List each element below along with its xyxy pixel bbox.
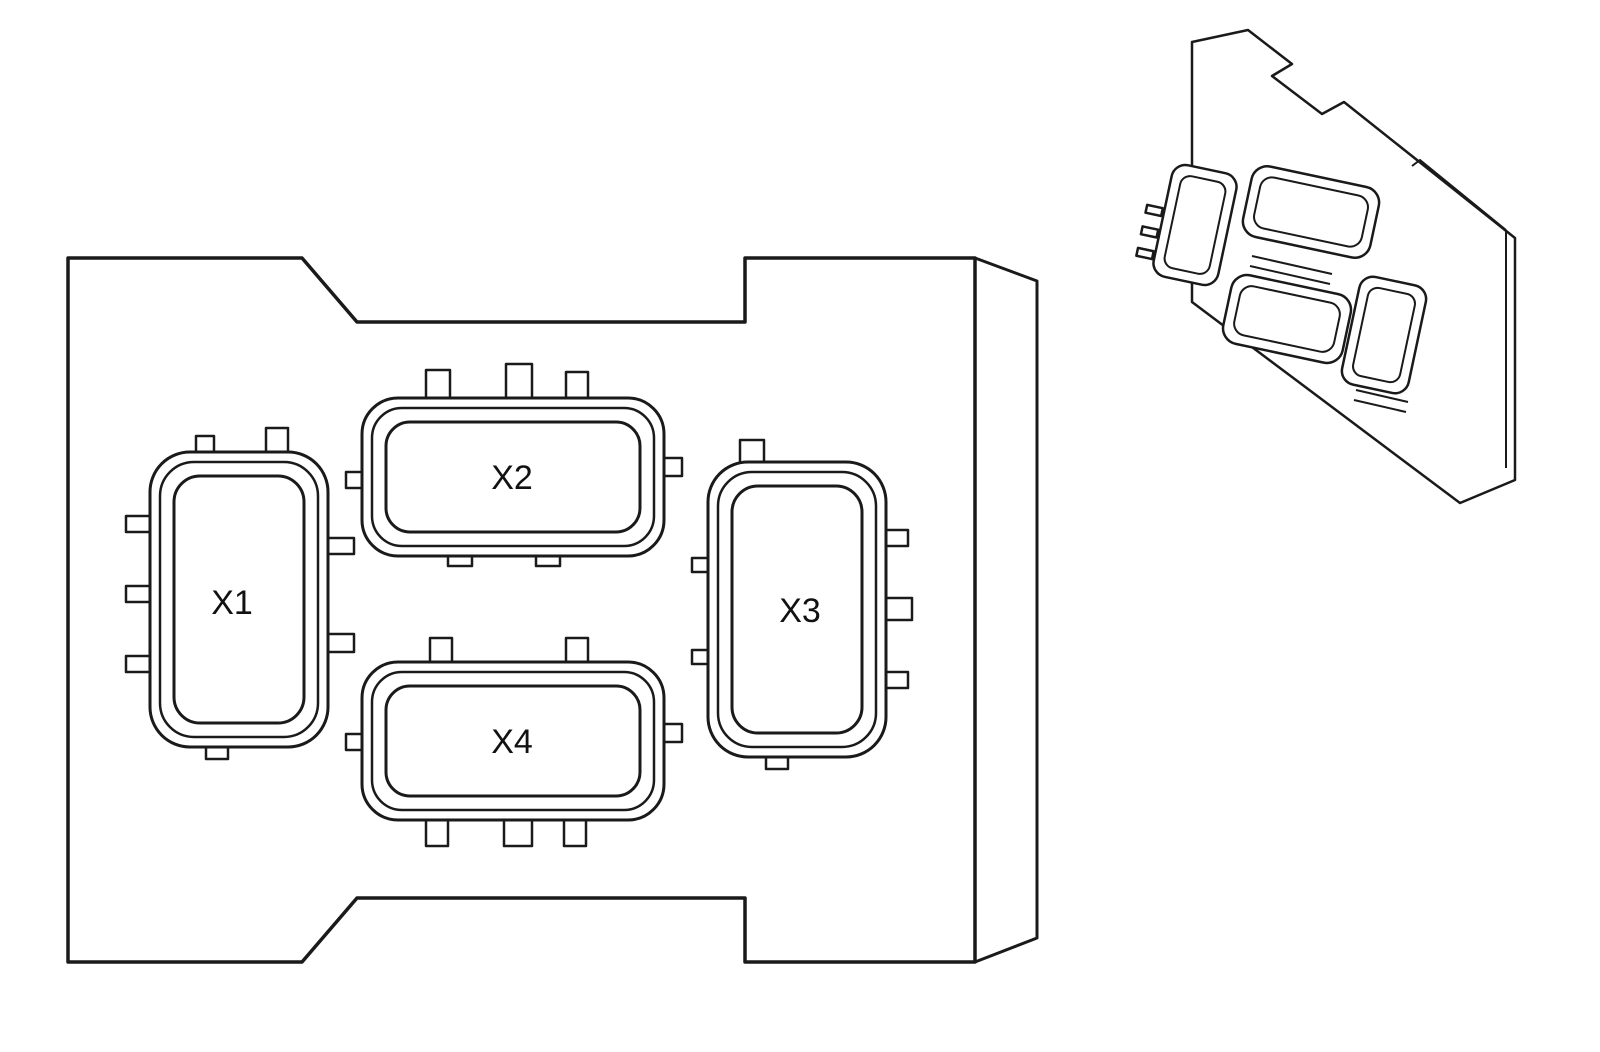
connector-x4-cavity (384, 684, 642, 798)
iso-fins (1135, 203, 1165, 261)
iso-connector-b (1241, 164, 1381, 260)
connector-x3: X3 (690, 438, 914, 771)
iso-connector-c (1221, 273, 1353, 365)
connector-x2-label: X2 (491, 459, 533, 497)
connector-x4-tabs (344, 636, 684, 848)
connector-x3-label: X3 (779, 592, 821, 630)
connector-x1-tabs (124, 426, 356, 761)
iso-connector-a (1152, 163, 1238, 287)
iso-connector-d (1340, 275, 1428, 395)
connector-x4-label: X4 (491, 723, 533, 761)
iso-louvers (1249, 255, 1409, 413)
connector-x2: X2 (344, 362, 684, 568)
connector-x4: X4 (344, 636, 684, 848)
connector-x3-cavity (730, 484, 864, 735)
connector-x2-cavity (384, 420, 642, 534)
body-depth-edge (974, 256, 1039, 964)
iso-plate-thickness (1411, 158, 1507, 468)
iso-plate (1190, 28, 1517, 505)
connector-x1-cavity (172, 474, 306, 725)
isometric-view (1135, 28, 1517, 505)
main-body-outline (66, 256, 1039, 964)
connector-x1: X1 (124, 426, 356, 761)
connector-x1-label: X1 (211, 584, 253, 622)
